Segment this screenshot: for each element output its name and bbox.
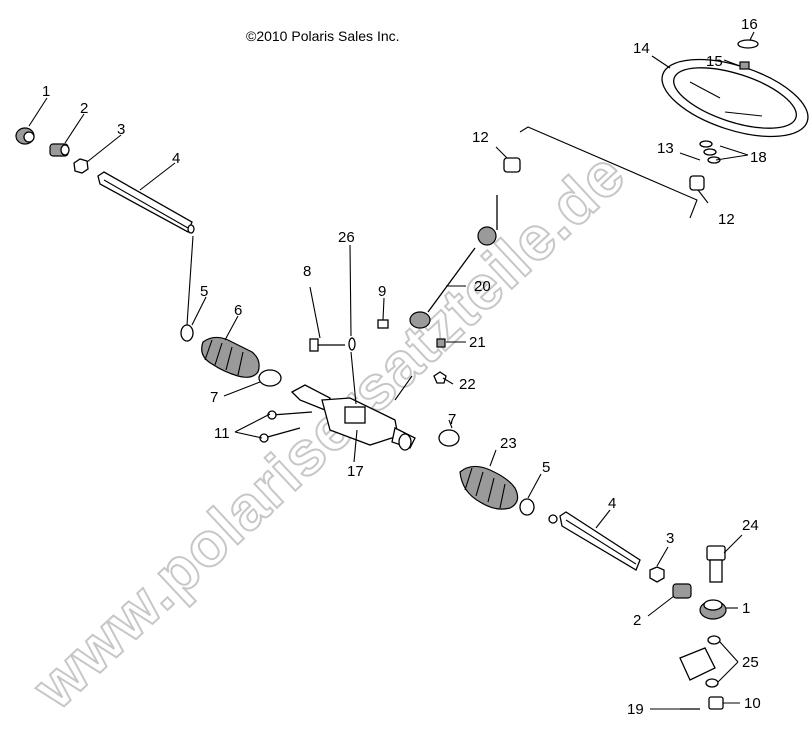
callout-5-right: 5 [542, 459, 550, 476]
callout-7-right: 7 [448, 411, 456, 428]
washer-26 [348, 337, 356, 351]
callout-20: 20 [474, 278, 491, 295]
callout-18: 18 [750, 149, 767, 166]
inner-tie-rod-left [97, 171, 195, 234]
callout-labels: 1 2 3 4 5 6 7 8 26 9 11 17 12 12 13 18 1… [42, 16, 767, 718]
bushing-12-upper [503, 157, 521, 173]
callout-3-right: 3 [666, 530, 674, 547]
leader-lines [28, 31, 755, 710]
jam-nut-right [672, 583, 692, 599]
callout-9: 9 [378, 283, 386, 300]
watermark: www.polarisersatzteile.de [20, 139, 639, 723]
washers-25 [705, 635, 721, 688]
hex-nut-left [73, 158, 89, 174]
callout-2-right: 2 [633, 612, 641, 629]
boot-left [201, 336, 260, 378]
callout-23: 23 [500, 435, 517, 452]
clamp-ring-right [519, 498, 535, 516]
steering-wheel [661, 58, 809, 138]
bolt-24 [706, 545, 726, 583]
callout-11: 11 [214, 425, 230, 442]
callout-1-left: 1 [42, 83, 50, 100]
bracket-sketch [679, 647, 716, 681]
boot-right [459, 465, 519, 510]
jam-nut-left [49, 143, 70, 157]
callout-24: 24 [742, 517, 759, 534]
callout-2-left: 2 [80, 100, 88, 117]
callout-26: 26 [338, 229, 355, 246]
callout-17: 17 [347, 463, 364, 480]
nut-10 [708, 696, 724, 710]
bolt-9 [377, 319, 389, 329]
boot-clamp-left [258, 369, 282, 387]
callout-10: 10 [744, 695, 761, 712]
callout-6: 6 [234, 302, 242, 319]
boot-clamp-right [438, 429, 460, 447]
callout-15: 15 [706, 53, 723, 70]
tie-rod-end-left [15, 127, 35, 145]
callout-3-left: 3 [117, 121, 125, 138]
callout-19: 19 [627, 701, 644, 718]
tie-rod-end-right [699, 599, 727, 620]
copyright-text: ©2010 Polaris Sales Inc. [246, 28, 400, 44]
callout-4-right: 4 [608, 495, 616, 512]
bushing-12-lower [689, 175, 705, 191]
callout-14: 14 [633, 40, 650, 57]
bolt-8 [309, 338, 345, 352]
steering-shaft [409, 195, 498, 329]
clamp-ring-left [180, 324, 194, 342]
callout-21: 21 [469, 334, 486, 351]
nut-15 [739, 61, 750, 70]
fasteners-13-18 [699, 140, 721, 164]
steering-rack-housing [290, 384, 416, 451]
inner-tie-rod-right [548, 511, 641, 571]
cap-16 [737, 39, 759, 49]
hex-nut-right [649, 566, 665, 583]
mounting-bolts [259, 410, 313, 443]
callout-7-left: 7 [210, 389, 218, 406]
callout-12-lower: 12 [718, 211, 735, 228]
callout-1-right: 1 [742, 600, 750, 617]
callout-25: 25 [742, 654, 759, 671]
callout-4-left: 4 [172, 150, 180, 167]
callout-12-upper: 12 [472, 129, 489, 146]
callout-8: 8 [303, 263, 311, 280]
callout-5-left: 5 [200, 283, 208, 300]
nut-21 [436, 338, 446, 348]
callout-13: 13 [657, 140, 674, 157]
callout-22: 22 [459, 376, 476, 393]
callout-16: 16 [741, 16, 758, 33]
